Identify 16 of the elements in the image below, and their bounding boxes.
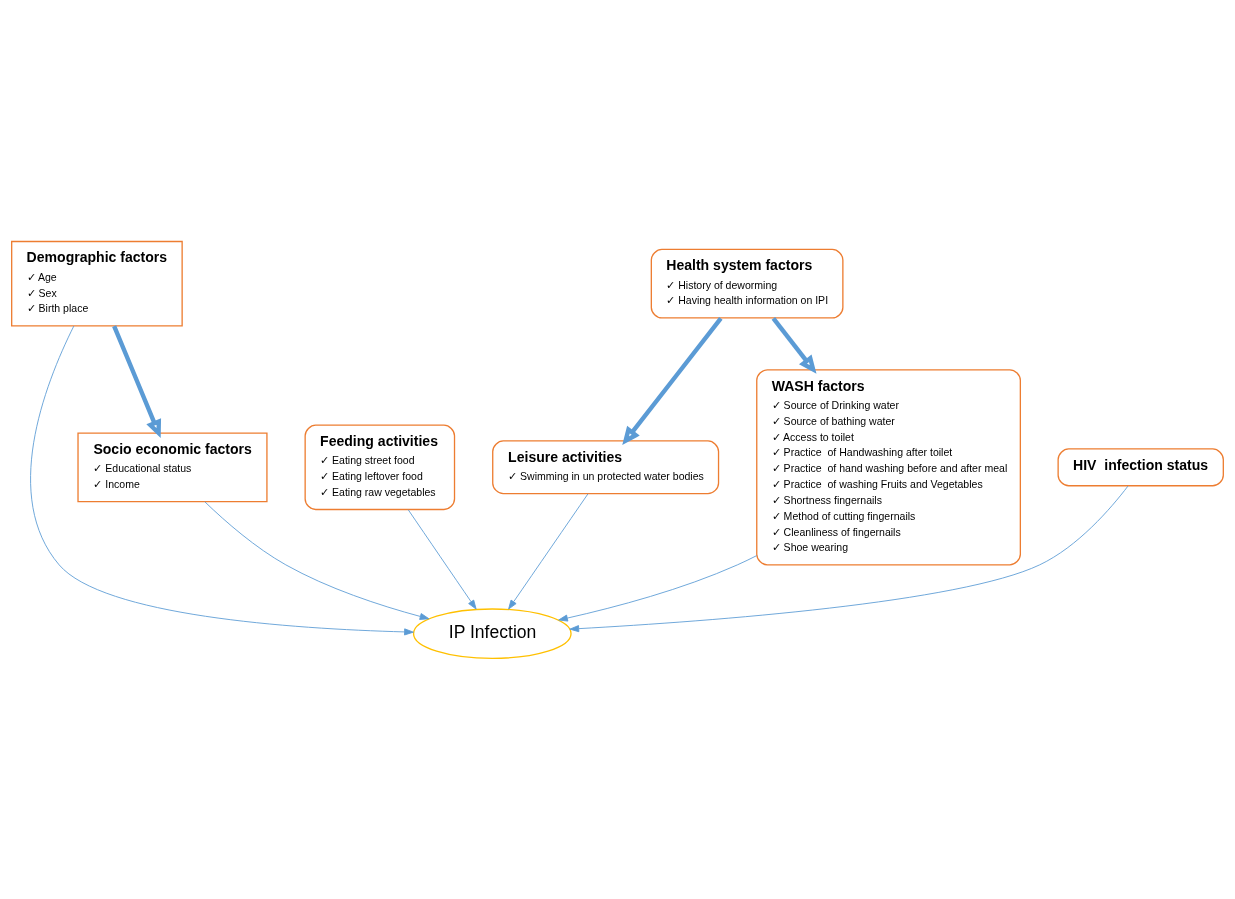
arrow [569,485,1129,632]
node-box: Demographic factors ✓ Age ✓ Sex ✓ Birth place [11,240,183,327]
node-box: Health system factors ✓ History of deworming ✓ Having health information on IPI [650,248,844,319]
arrow [112,324,162,438]
arrow [30,325,414,635]
node-box: Leisure activities ✓ Swimming in un protected water bodies [492,439,720,494]
node-box: WASH factors ✓ Source of Drinking water ✓ Source of bathing water ✓ Access to toilet ✓ Practice of Handwashing after toilet ✓ Practice of hand washing before and after meal ✓ Practice of washing Fruits and Vegetables ✓ Shortness fingernails ✓ Method of cutting fingernails ✓ Cleanliness of fingernails ✓ Shoe wearing [756,368,1021,565]
node-box: Socio economic factors ✓ Educational status ✓ Income [77,431,268,502]
arrow [558,554,758,622]
node-box: HIV infection status [1057,447,1224,486]
arrow [204,500,430,620]
arrow [771,316,817,374]
node-box: Feeding activities ✓ Eating street food ✓ Eating leftover food ✓ Eating raw vegetables [304,424,456,510]
arrow [407,508,477,610]
arrow [508,492,589,610]
arrow [622,316,723,445]
